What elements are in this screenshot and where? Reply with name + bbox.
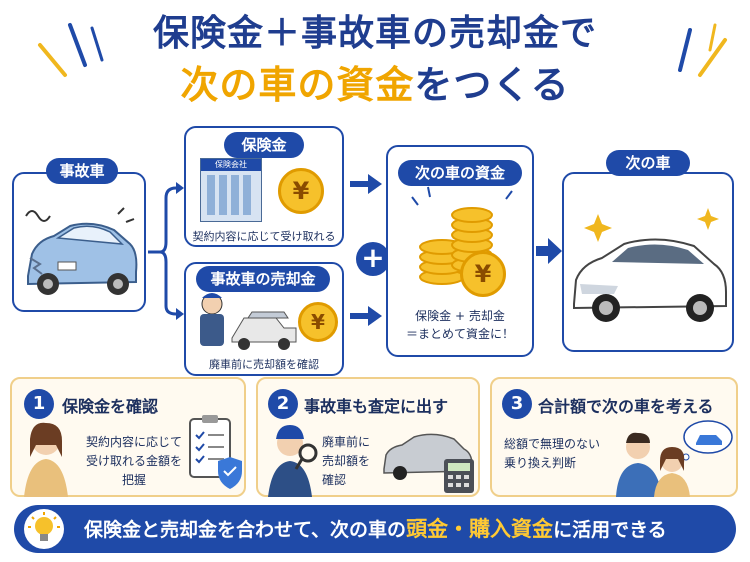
step-desc-line: 廃車前に	[322, 435, 371, 449]
step-number: 1	[24, 389, 54, 419]
sale-label: 事故車の売却金	[196, 266, 330, 292]
building-icon: 保険会社	[200, 158, 262, 222]
funds-caption-1: 保険金 + 売却金	[415, 309, 505, 323]
step-desc-line: 確認	[322, 473, 347, 487]
step-desc-line: 乗り換え判断	[504, 456, 577, 470]
step-desc-line: 契約内容に応じて	[86, 435, 183, 449]
step-desc-line: 受け取れる金額を	[86, 454, 183, 468]
person-icon	[24, 422, 68, 497]
car-calculator-icon	[383, 433, 474, 493]
damaged-car-icon	[25, 207, 138, 295]
banner-highlight: 頭金・購入資金	[406, 517, 554, 541]
insurance-box: 保険会社 ¥ 契約内容に応じて受け取れる	[184, 126, 344, 247]
step-title: 合計額で次の車を考える	[538, 397, 714, 416]
step-desc: 廃車前に 売却額を 確認	[322, 433, 370, 490]
worker-tow-icon	[200, 293, 297, 350]
new-car-icon	[573, 208, 727, 322]
yen-coin-icon: ¥	[460, 251, 506, 297]
people-thinking-icon	[616, 420, 733, 497]
arrow-right-icon	[350, 174, 382, 194]
step-1-box: 1 保険金を確認 契約内容に応じて 受け取れる金額を 把握	[10, 377, 246, 497]
step-desc-line: 売却額を	[322, 454, 371, 468]
bracket-connector	[148, 182, 184, 320]
sale-caption: 廃車前に売却額を確認	[209, 358, 319, 371]
step-number: 3	[502, 389, 532, 419]
insurance-caption: 契約内容に応じて受け取れる	[192, 230, 336, 243]
building-sign: 保険会社	[201, 159, 261, 171]
plus-icon: +	[356, 242, 390, 276]
worker-icon	[268, 425, 318, 497]
arrow-right-icon	[536, 238, 562, 264]
step-desc-line: 把握	[122, 473, 147, 487]
next-car-label: 次の車	[606, 150, 690, 176]
banner-text-b: に活用できる	[553, 519, 667, 541]
step-title: 保険金を確認	[62, 397, 159, 416]
step-3-box: 3 合計額で次の車を考える 総額で無理のない 乗り換え判断	[490, 377, 738, 497]
funds-caption-2: ＝まとめて資金に！	[405, 327, 514, 341]
magnifier-icon	[298, 443, 318, 463]
sparkle-left-icon	[38, 23, 104, 77]
title-line-1: 保険金＋事故車の売却金で	[152, 13, 597, 54]
accident-car-label: 事故車	[46, 158, 118, 184]
step-desc-line: 総額で無理のない	[504, 437, 601, 451]
yen-coin-icon: ¥	[278, 168, 324, 214]
title-line-2: 次の車の資金をつくる	[0, 62, 750, 108]
step-title: 事故車も査定に出す	[304, 397, 449, 416]
accident-car-box	[12, 172, 146, 312]
step-2-box: 2 事故車も査定に出す 廃車前に 売却額を 確認	[256, 377, 480, 497]
lightbulb-icon	[24, 509, 64, 549]
step-desc: 総額で無理のない 乗り換え判断	[504, 435, 600, 473]
next-car-box	[562, 172, 734, 352]
arrow-right-icon	[350, 306, 382, 326]
yen-coin-icon: ¥	[298, 302, 338, 342]
step-desc: 契約内容に応じて 受け取れる金額を 把握	[86, 433, 182, 490]
sparkle-right-icon	[678, 23, 727, 77]
insurance-label: 保険金	[224, 132, 304, 158]
title-highlight: 次の車の資金	[180, 63, 415, 107]
banner-text: 保険金と売却金を合わせて、次の車の頭金・購入資金に活用できる	[84, 505, 667, 554]
step-number: 2	[268, 389, 298, 419]
bottom-banner: 保険金と売却金を合わせて、次の車の頭金・購入資金に活用できる	[14, 505, 736, 553]
funds-label: 次の車の資金	[398, 160, 522, 186]
clipboard-icon	[189, 415, 242, 489]
banner-text-a: 保険金と売却金を合わせて、次の車の	[84, 519, 407, 541]
title-rest: をつくる	[414, 63, 570, 107]
